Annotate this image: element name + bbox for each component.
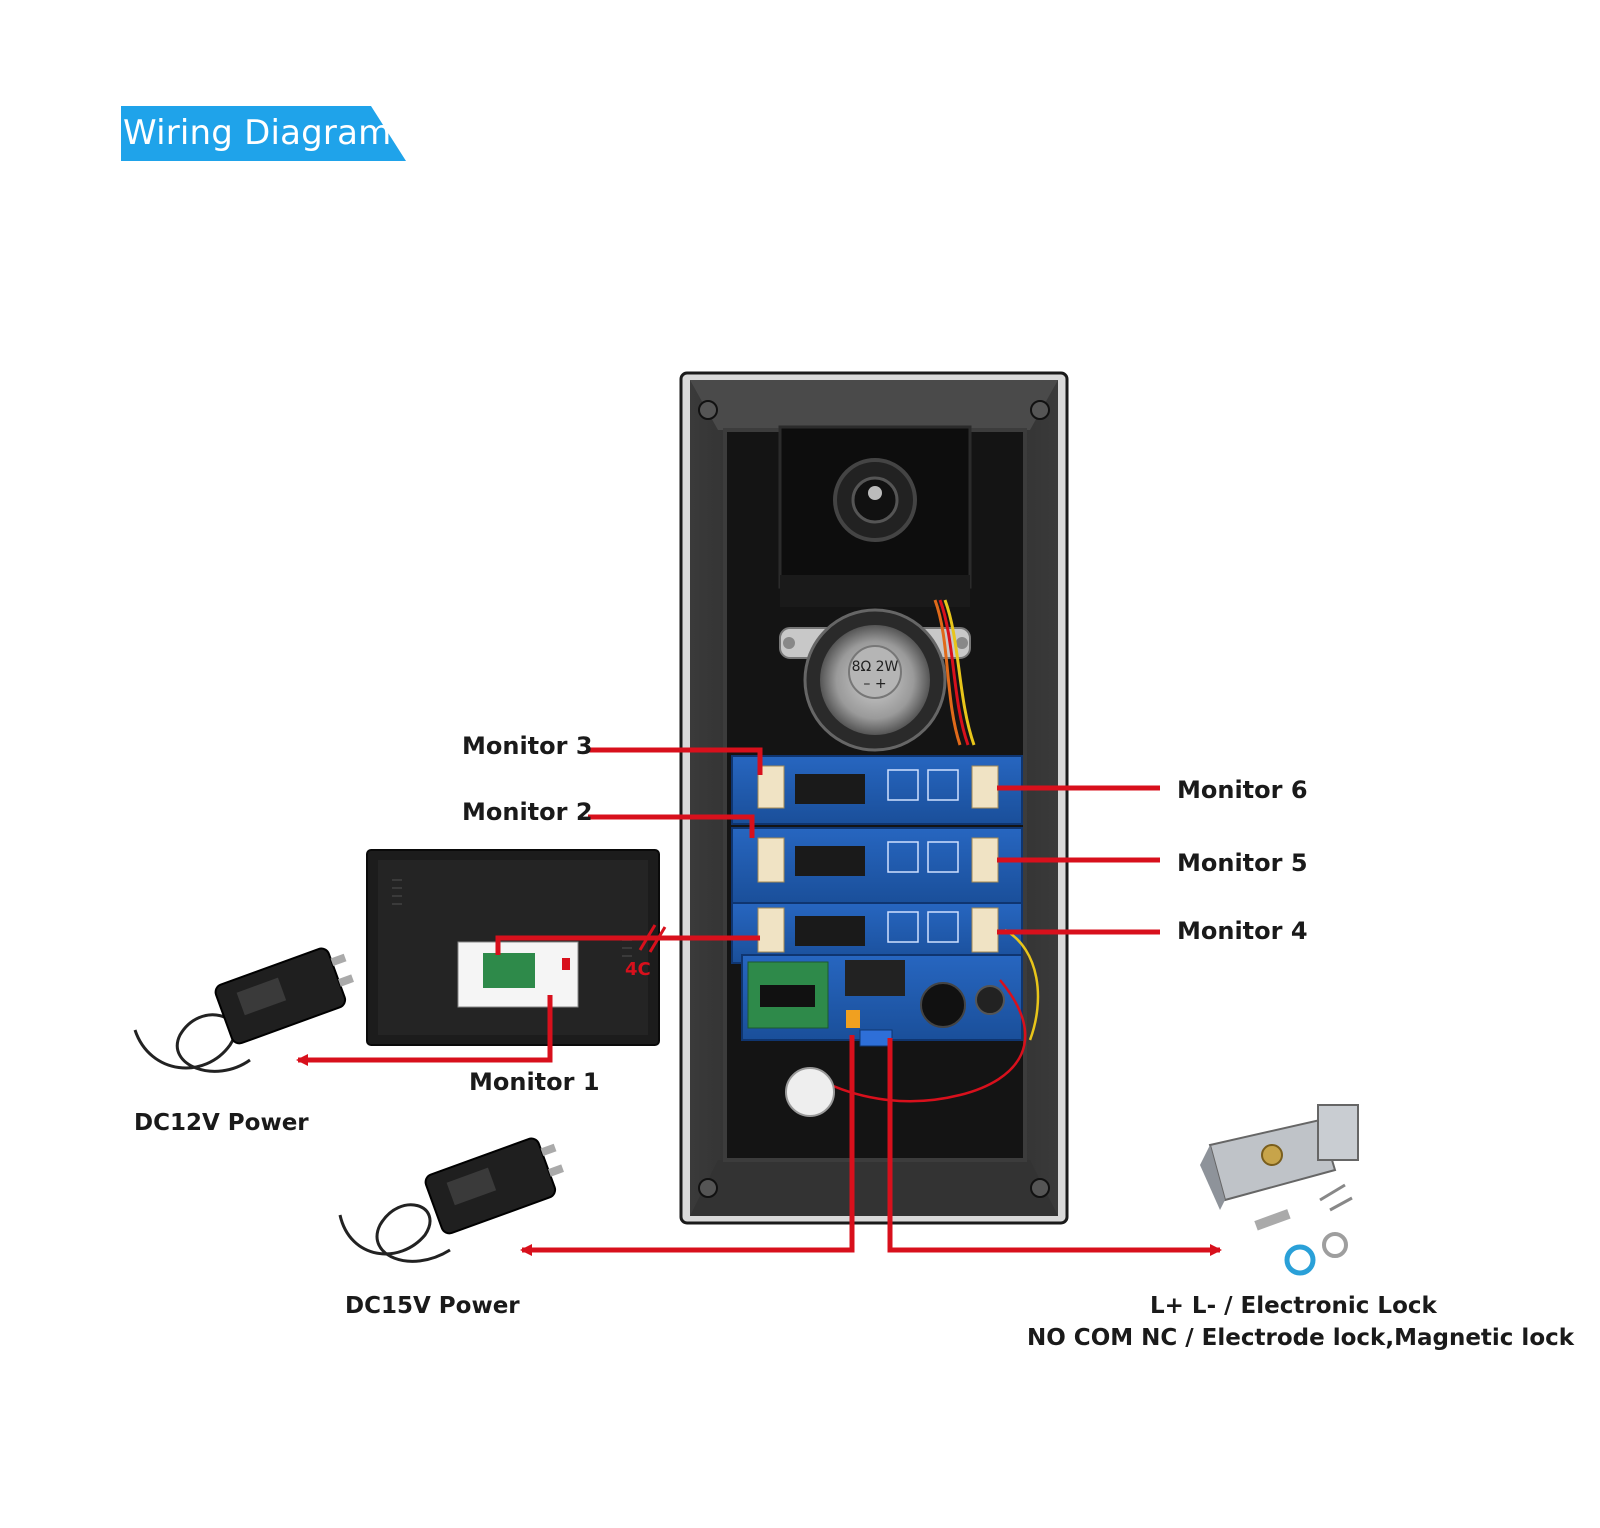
indoor-monitor: 4C [366,849,660,1046]
pcb-board-top [731,755,1023,825]
dc15v-adapter [338,1137,564,1263]
electronic-lock [1200,1104,1359,1276]
label-lock-line-1: L+ L- / Electronic Lock [1150,1293,1437,1319]
monitor-4c-tag: 4C [625,959,651,980]
label-dc15v-power: DC15V Power [345,1293,520,1319]
label-monitor-5: Monitor 5 [1177,849,1308,877]
pcb-board-middle [731,827,1023,904]
camera-module [778,425,972,607]
wire-dc15v [520,1035,855,1256]
label-monitor-4: Monitor 4 [1177,917,1308,945]
label-dc12v-power: DC12V Power [134,1110,309,1136]
page-title: Wiring Diagram [123,113,392,153]
wire-monitor-2 [588,814,755,838]
label-lock-line-2: NO COM NC / Electrode lock,Magnetic lock [1027,1325,1575,1351]
outdoor-unit: 8Ω 2W – + [679,371,1069,1225]
speaker-polarity: – + [863,676,886,692]
speaker-rating: 8Ω 2W [852,659,899,675]
title-badge-shape [121,106,406,161]
wire-lock [887,1038,1222,1256]
label-monitor-6: Monitor 6 [1177,776,1308,804]
wire-dc12v [296,995,553,1066]
wire-break-mark [638,924,667,953]
wire-monitor-1 [495,935,760,955]
pcb-board-bottom [731,902,1023,964]
label-monitor-2: Monitor 2 [462,798,593,826]
title-badge: Wiring Diagram [121,106,406,161]
label-monitor-1: Monitor 1 [469,1068,600,1096]
main-board [741,954,1023,1047]
dc12v-adapter [133,947,354,1073]
speaker: 8Ω 2W – + [779,608,971,752]
wire-monitor-3 [588,747,763,775]
wiring-lines [296,747,1222,1256]
label-monitor-3: Monitor 3 [462,732,593,760]
